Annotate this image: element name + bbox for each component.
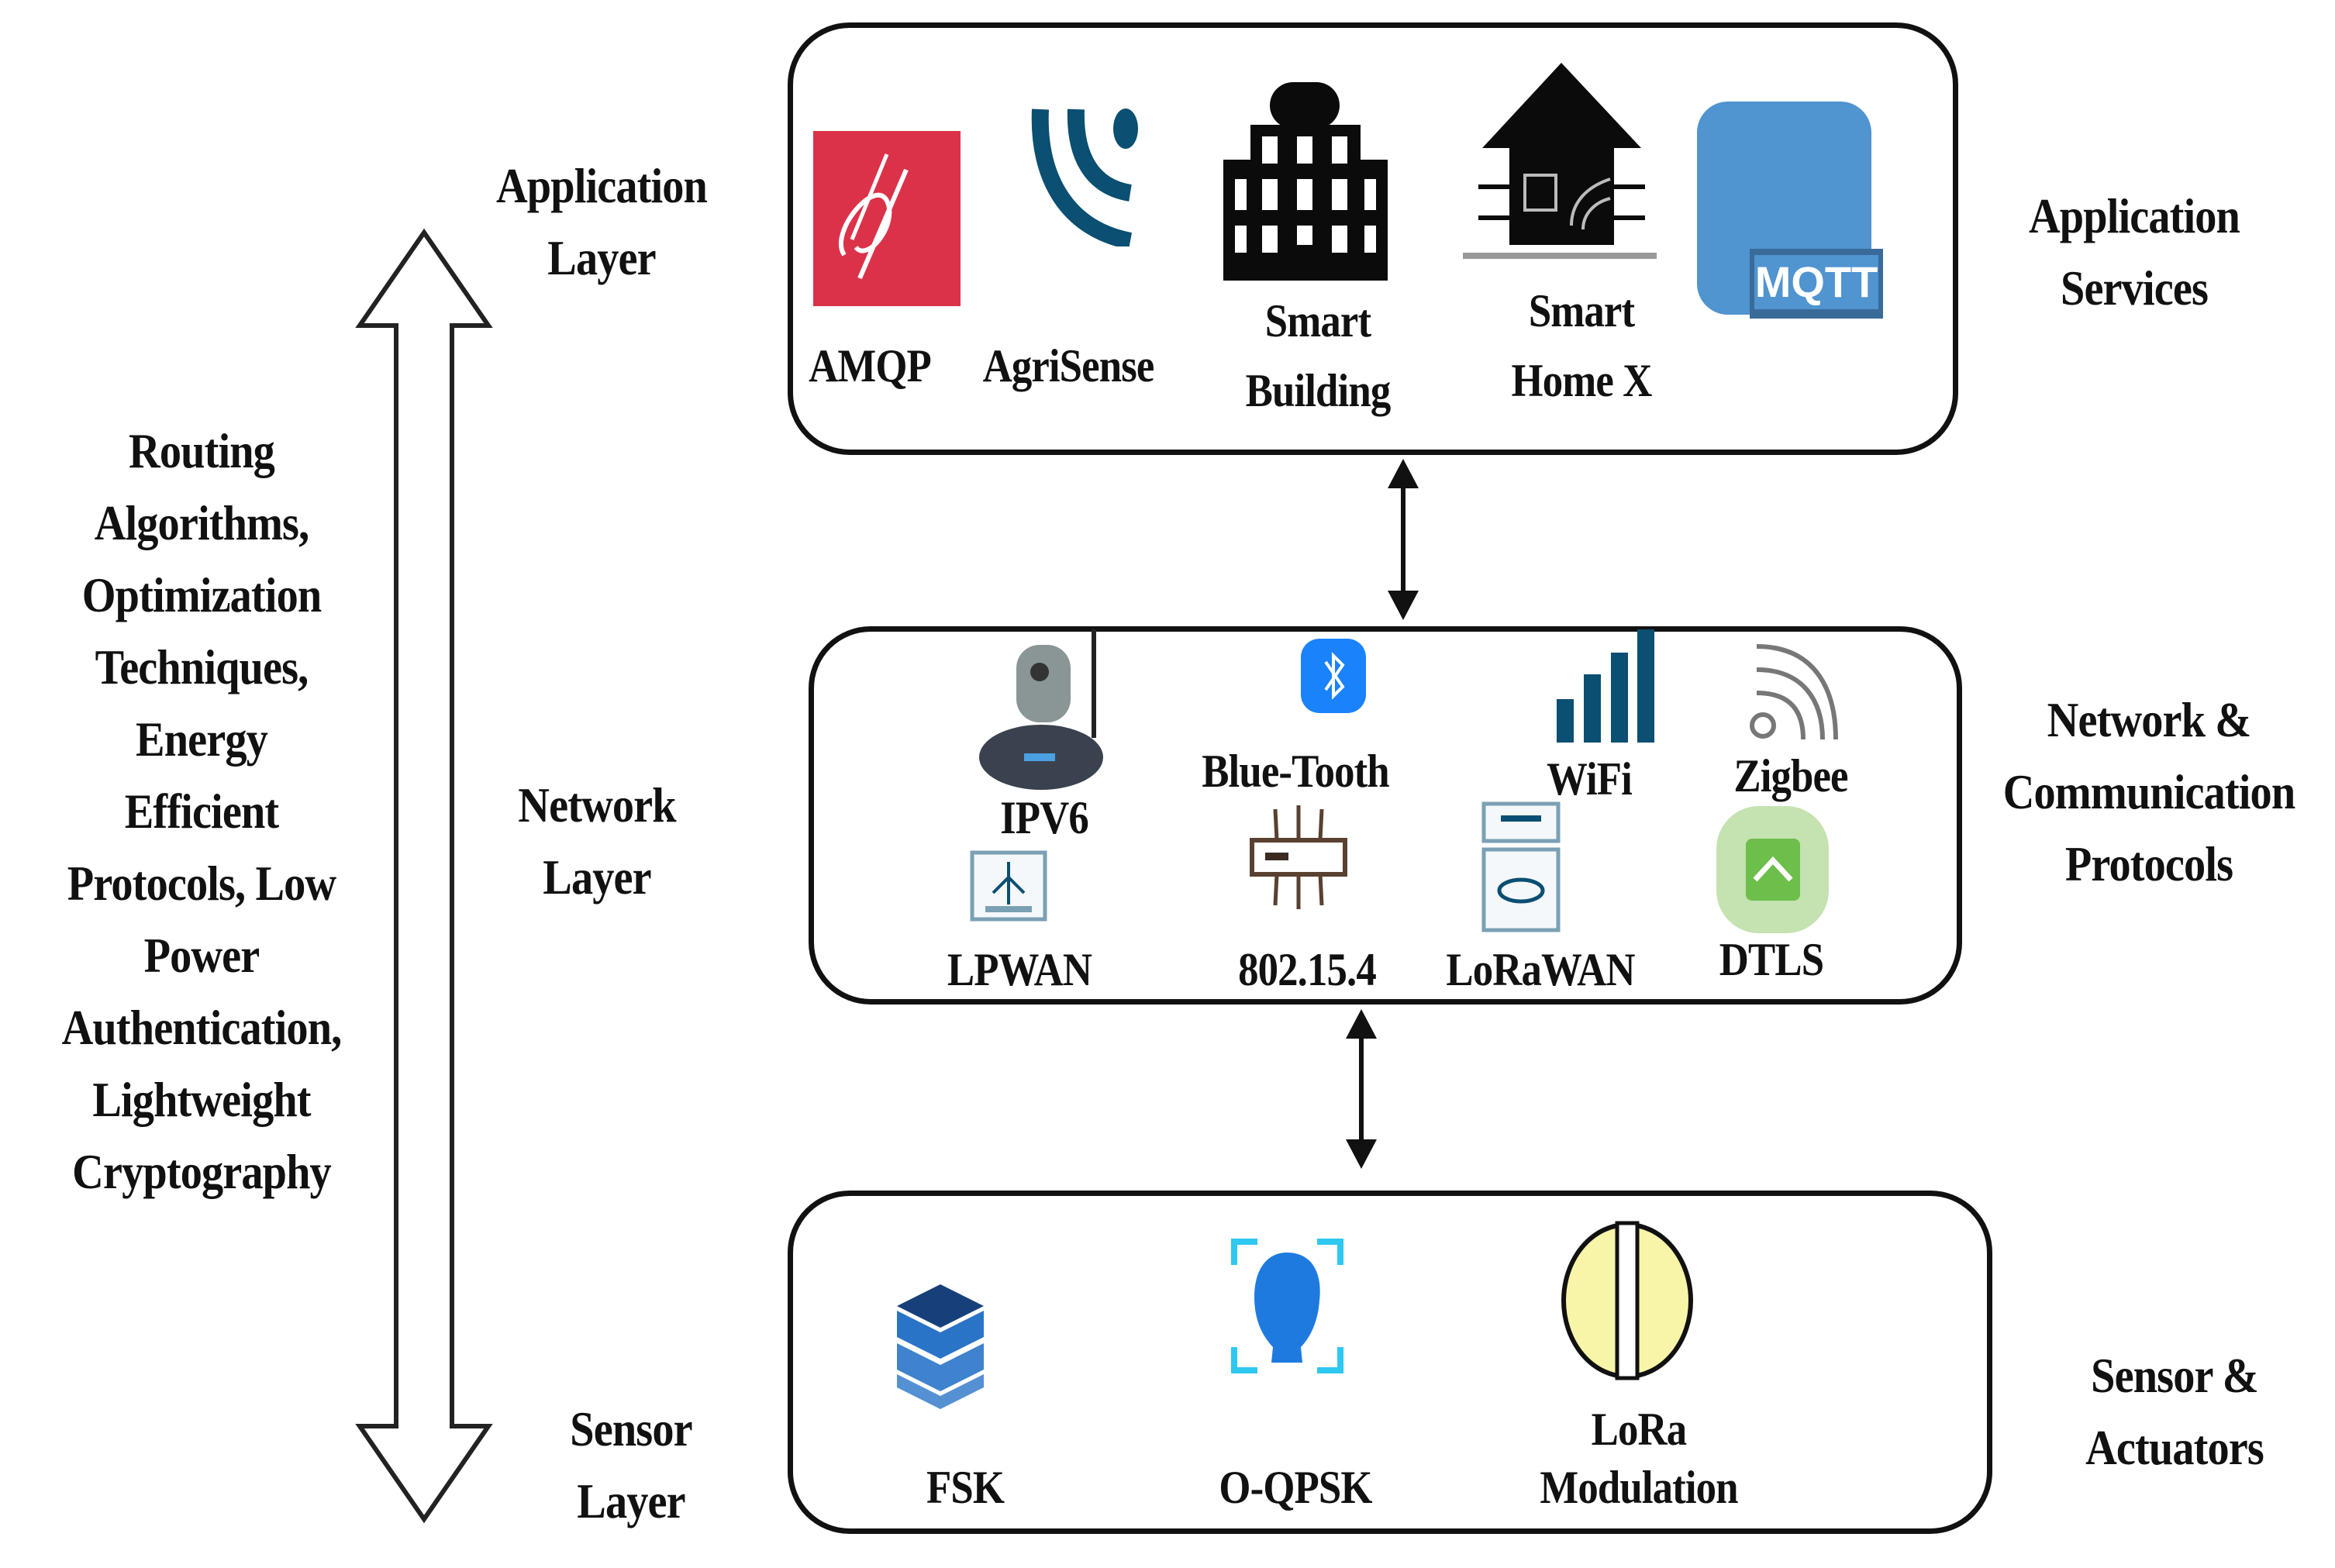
- amqp-logo-icon: [813, 131, 961, 306]
- face-scan-icon: [1231, 1239, 1343, 1373]
- zigbee-label: Zigbee: [1733, 750, 1848, 801]
- smart-building-label: Smart Building: [1245, 295, 1392, 416]
- server-stack-icon: [897, 1284, 984, 1409]
- bluetooth-icon: [1301, 639, 1366, 713]
- agrisense-label: AgriSense: [982, 340, 1155, 391]
- lora-modulation-label: LoRa Modulation: [1540, 1404, 1738, 1513]
- dtls-icon: [1716, 806, 1829, 933]
- 802154-label: 802.15.4: [1238, 944, 1377, 995]
- building-icon: [1223, 82, 1388, 281]
- fsk-label: FSK: [926, 1462, 1005, 1513]
- wifi-label: WiFi: [1547, 753, 1633, 805]
- smart-home-label: Smart Home X: [1511, 285, 1653, 406]
- chip-icon: [1250, 805, 1347, 909]
- signal-bars-icon: [1557, 629, 1654, 743]
- app-network-arrow: [1388, 459, 1419, 620]
- lpwan-label: LPWAN: [947, 944, 1092, 995]
- wireless-arcs-icon: [1750, 644, 1838, 740]
- application-services-label: Application Services: [2029, 188, 2240, 315]
- mqtt-label: MQTT: [1755, 257, 1878, 306]
- ipv6-label: IPV6: [1000, 792, 1089, 843]
- network-sensor-arrow: [1346, 1009, 1377, 1169]
- dtls-label: DTLS: [1719, 934, 1824, 985]
- lorawan-device-icon: [1481, 801, 1561, 932]
- amqp-label: AMQP: [809, 340, 932, 391]
- network-protocols-label: Network & Communication Protocols: [2002, 692, 2295, 891]
- left-description: Routing Algorithms, Optimization Techniq…: [61, 423, 343, 1199]
- oqpsk-label: O-QPSK: [1219, 1462, 1372, 1513]
- lorawan-label: LoRaWAN: [1446, 944, 1635, 995]
- lpwan-device-icon: [970, 850, 1047, 922]
- split-circle-icon: [1561, 1221, 1693, 1380]
- smart-home-icon: [1463, 63, 1657, 259]
- ip-camera-icon: [979, 629, 1103, 790]
- bluetooth-label: Blue-Tooth: [1202, 746, 1389, 797]
- mqtt-icon: MQTT: [1697, 102, 1883, 319]
- network-layer-label: Network Layer: [518, 777, 676, 905]
- sensor-layer-label: Sensor Layer: [570, 1401, 692, 1528]
- signal-arcs-icon: [1031, 109, 1138, 246]
- sensor-layer-box: [788, 1191, 1992, 1534]
- sensor-actuators-label: Sensor & Actuators: [2085, 1348, 2264, 1475]
- application-layer-label: Application Layer: [496, 158, 708, 285]
- vertical-double-arrow: [355, 229, 493, 1523]
